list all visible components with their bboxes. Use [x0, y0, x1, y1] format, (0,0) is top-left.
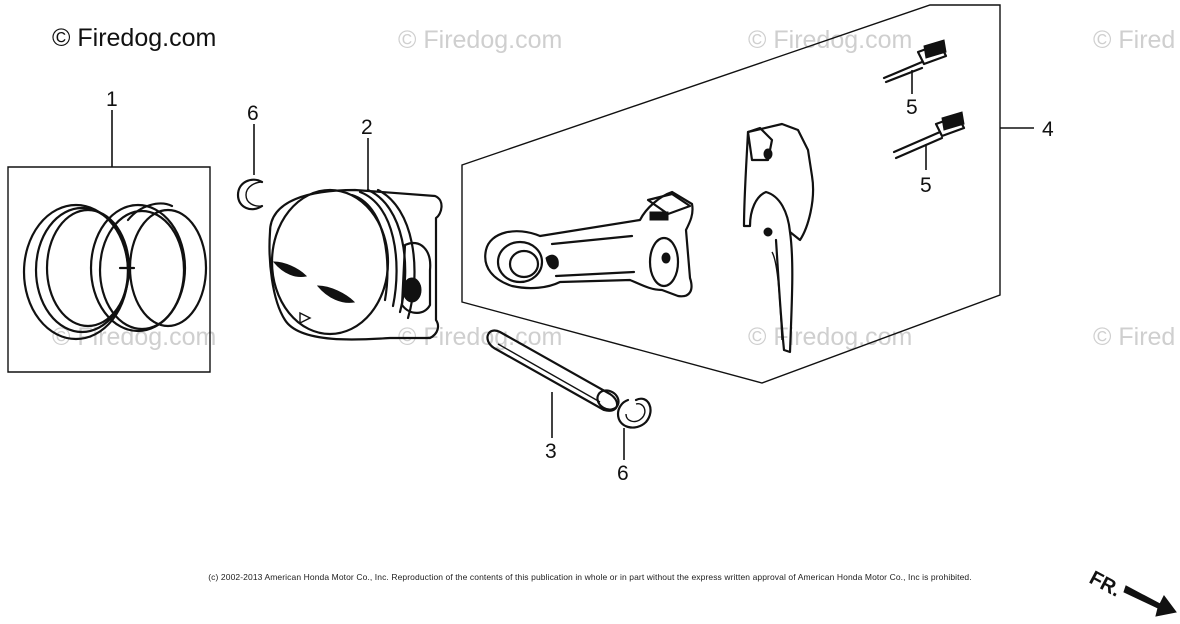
arrow-icon: [1123, 585, 1177, 617]
ring-set-frame: [7, 166, 211, 373]
callout-2[interactable]: 2: [361, 116, 373, 139]
piston-pin-clip-right[interactable]: [616, 397, 652, 429]
callout-5[interactable]: 5: [906, 96, 918, 119]
callout-6[interactable]: 6: [617, 462, 629, 485]
watermark-faint: © Firedog.com: [748, 26, 912, 54]
watermark-faint: © Fired: [1093, 26, 1175, 54]
callout-1[interactable]: 1: [106, 88, 118, 111]
pin-boss-hole: [402, 277, 422, 303]
watermark-main: © Firedog.com: [52, 24, 217, 52]
valve-relief: [272, 261, 308, 277]
connecting-rod-cap: [742, 122, 815, 354]
front-mark-triangle: [299, 311, 312, 325]
watermark-faint: © Fired: [1093, 323, 1175, 351]
piston[interactable]: [268, 188, 443, 341]
callout-6[interactable]: 6: [247, 102, 259, 125]
connecting-rod-set[interactable]: [461, 4, 1001, 384]
piston-pin[interactable]: [486, 329, 622, 414]
callout-4[interactable]: 4: [1042, 118, 1054, 141]
piston-rings: [22, 202, 208, 341]
rod-set-frame: [461, 4, 1001, 384]
valve-relief: [316, 285, 356, 303]
connecting-rod: [484, 190, 694, 298]
watermark-faint: © Firedog.com: [398, 26, 562, 54]
rod-bolt-upper: [882, 39, 948, 84]
callout-5[interactable]: 5: [920, 174, 932, 197]
piston-ring-set[interactable]: [7, 166, 211, 373]
copyright-notice: (c) 2002-2013 American Honda Motor Co., …: [208, 572, 972, 582]
rod-bolt-lower: [892, 111, 966, 160]
piston-pin-clip-left[interactable]: [236, 178, 264, 211]
callout-3[interactable]: 3: [545, 440, 557, 463]
